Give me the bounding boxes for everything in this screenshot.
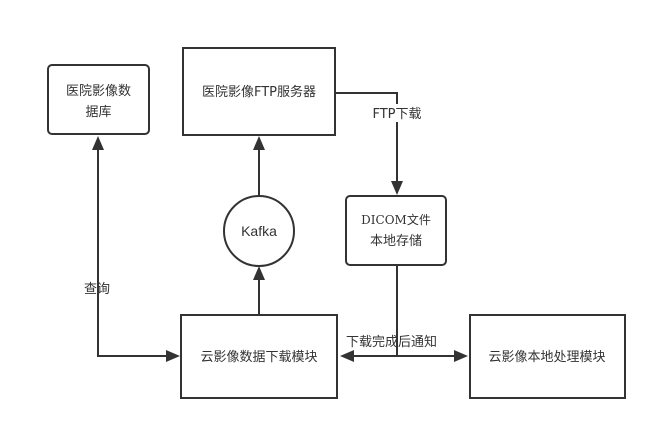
node-kafka-label: Kafka	[241, 223, 277, 239]
edge-ftp-to-dicom	[335, 92, 398, 183]
arrowhead-hospital-db	[92, 136, 104, 150]
edge-query	[97, 148, 166, 357]
arrowhead-kafka	[253, 266, 265, 280]
edge-label-notify: 下载完成后通知	[346, 334, 437, 350]
node-dicom-storage[interactable]: DICOM文件 本地存储	[345, 195, 447, 266]
edge-label-query: 查询	[84, 282, 110, 297]
node-dicom-storage-line2: 本地存储	[370, 234, 422, 249]
arrowhead-download-left	[166, 350, 180, 362]
node-cloud-processing[interactable]: 云影像本地处理模块	[469, 314, 626, 399]
node-cloud-download[interactable]: 云影像数据下载模块	[180, 314, 338, 399]
node-ftp-server[interactable]: 医院影像FTP服务器	[182, 47, 336, 136]
node-hospital-db[interactable]: 医院影像数 据库	[47, 64, 150, 135]
node-hospital-db-line1: 医院影像数	[66, 84, 131, 99]
node-dicom-storage-line1: DICOM文件	[361, 212, 431, 227]
node-cloud-processing-label: 云影像本地处理模块	[488, 350, 605, 365]
arrowhead-processing	[454, 350, 468, 362]
node-hospital-db-line2: 据库	[85, 104, 111, 120]
edge-label-bg-ftp	[368, 104, 426, 122]
arrowhead-ftp	[253, 136, 265, 150]
arrowhead-dicom	[391, 181, 403, 195]
arrowhead-download-right	[340, 350, 354, 362]
edge-label-ftp-download: FTP下载	[372, 107, 421, 122]
node-cloud-download-label: 云影像数据下载模块	[200, 350, 317, 365]
node-ftp-server-label: 医院影像FTP服务器	[202, 84, 316, 100]
node-kafka[interactable]: Kafka	[223, 195, 295, 267]
